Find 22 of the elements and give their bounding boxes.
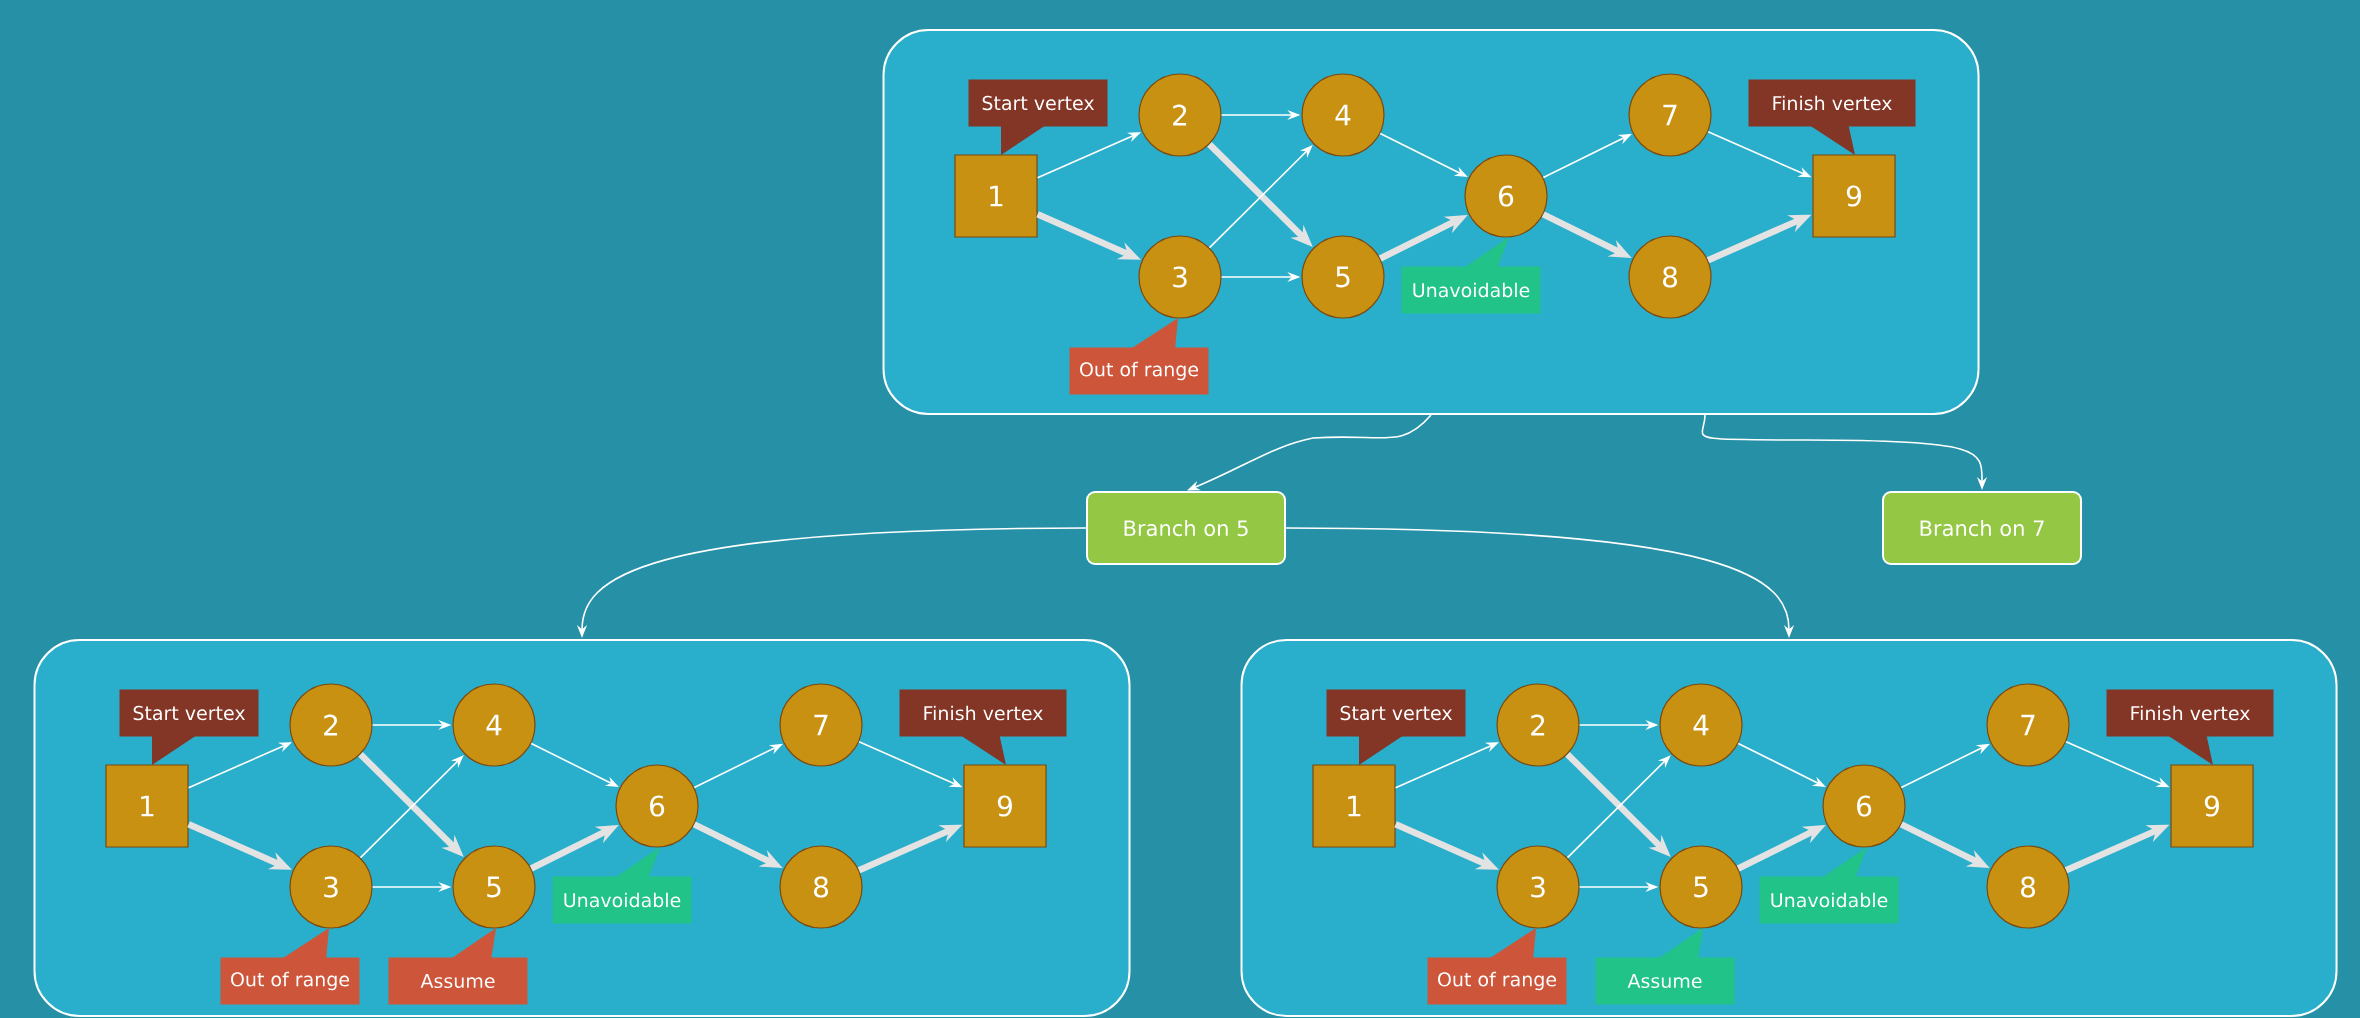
branch-box: Branch on 5 (1086, 491, 1286, 565)
branch-box: Branch on 7 (1882, 491, 2083, 565)
vertex-square: 9 (963, 764, 1047, 848)
callout: Out of range (1069, 318, 1209, 395)
callout: Finish vertex (2106, 689, 2274, 765)
callout: Start vertex (119, 689, 259, 765)
vertex-square: 1 (105, 764, 189, 848)
vertex-square: 1 (1312, 764, 1396, 848)
callout: Unavoidable (1401, 237, 1541, 314)
callout: Finish vertex (1748, 79, 1916, 155)
vertex-square: 9 (1812, 154, 1896, 238)
callout: Unavoidable (552, 847, 692, 924)
vertex-square: 1 (954, 154, 1038, 238)
callout: Assume (388, 928, 528, 1005)
callout: Start vertex (1326, 689, 1466, 765)
vertex-square: 9 (2170, 764, 2254, 848)
callout: Assume (1595, 928, 1735, 1005)
callout: Out of range (1427, 928, 1567, 1005)
callout: Finish vertex (899, 689, 1067, 765)
callout: Unavoidable (1759, 847, 1899, 924)
callout: Start vertex (968, 79, 1108, 155)
callout: Out of range (220, 928, 360, 1005)
